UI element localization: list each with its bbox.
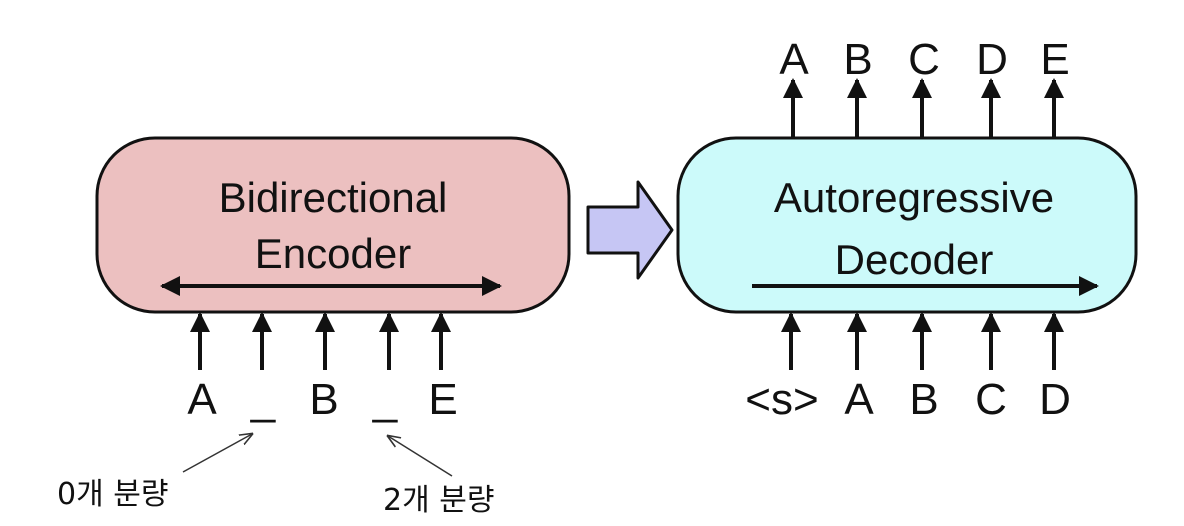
decoder-box	[676, 136, 1138, 314]
right-note-pointer	[388, 436, 453, 477]
right-note: 2개 분량	[383, 483, 494, 518]
decoder-output-token: A	[779, 35, 809, 84]
encoder-input-token: _	[372, 375, 398, 424]
decoder-outputs: A B C D E	[779, 35, 1069, 84]
decoder-input-token: B	[909, 375, 938, 424]
transfer-arrow	[586, 180, 674, 280]
encoder-inputs: A _ B _ E	[187, 375, 457, 424]
encoder-title-line2: Encoder	[255, 230, 411, 277]
decoder-output-token: D	[976, 35, 1008, 84]
decoder-title-line2: Decoder	[835, 236, 994, 283]
decoder-output-token: E	[1040, 35, 1069, 84]
encoder-input-token: B	[309, 375, 338, 424]
encoder-title-line1: Bidirectional	[219, 174, 448, 221]
decoder-input-token: A	[844, 375, 874, 424]
decoder-input-token: C	[975, 375, 1007, 424]
left-note-pointer	[182, 434, 252, 473]
decoder-input-token: D	[1039, 375, 1071, 424]
encoder-input-token: _	[250, 375, 276, 424]
decoder-output-token: C	[908, 35, 940, 84]
decoder-output-arrows	[783, 78, 1064, 138]
encoder-input-token: E	[428, 375, 457, 424]
decoder-block: Autoregressive Decoder	[676, 136, 1138, 314]
decoder-title-line1: Autoregressive	[774, 174, 1054, 221]
decoder-inputs: <s> A B C D	[745, 375, 1071, 424]
decoder-input-arrows	[781, 312, 1064, 370]
encoder-input-token: A	[187, 375, 217, 424]
annotation-pointers	[182, 434, 453, 477]
encoder-input-arrows	[190, 312, 451, 370]
encoder-block: Bidirectional Encoder	[95, 136, 571, 314]
decoder-output-token: B	[843, 35, 872, 84]
decoder-input-token: <s>	[745, 375, 818, 424]
left-note: 0개 분량	[57, 477, 168, 512]
